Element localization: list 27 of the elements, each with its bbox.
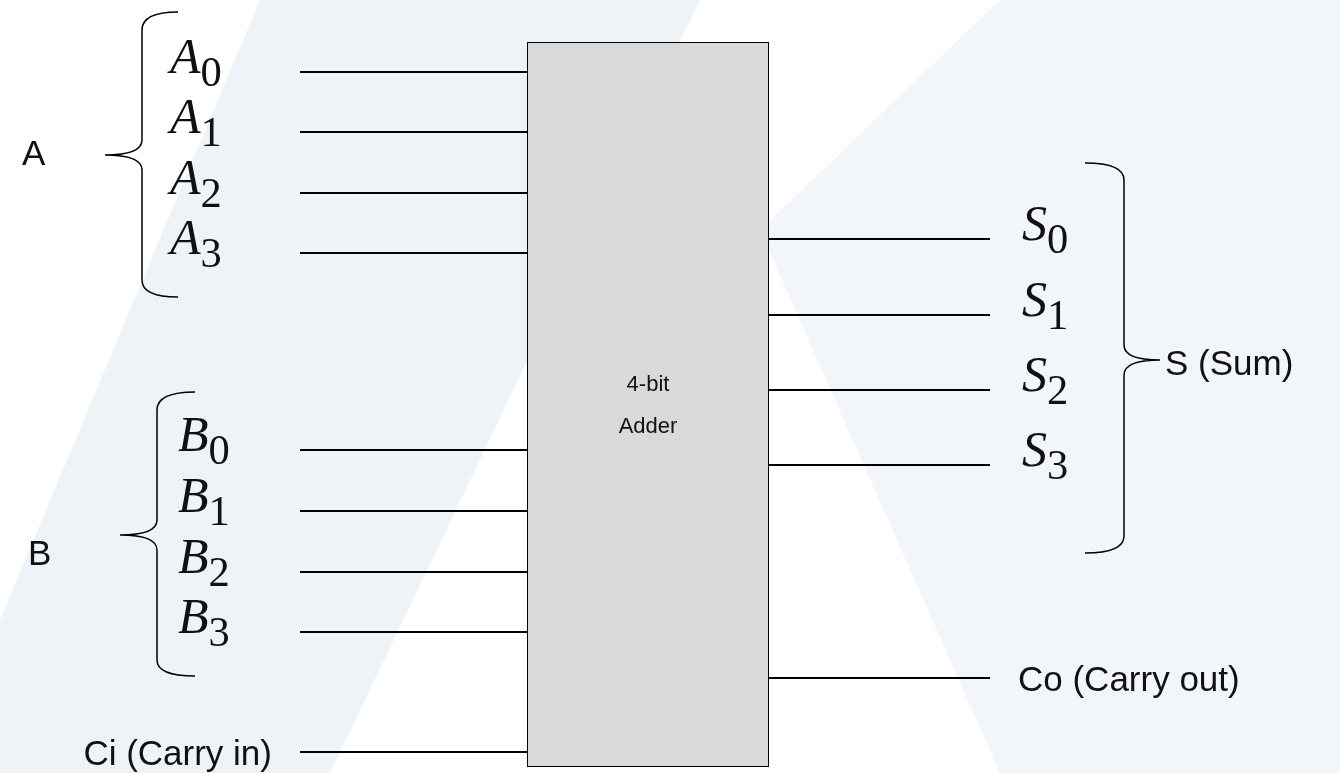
signal-wire — [299, 510, 528, 512]
signal-name: S$_{0}$ — [1022, 197, 1069, 261]
signal-wire — [768, 677, 991, 679]
bus-label: S (Sum) — [1165, 345, 1294, 380]
signal-name: S$_{3}$ — [1022, 423, 1069, 487]
adder-block — [527, 42, 769, 767]
signal-wire — [299, 571, 528, 573]
signal-name: S$_{1}$ — [1022, 273, 1069, 337]
signal-wire — [768, 238, 991, 240]
signal-wire — [768, 389, 991, 391]
signal-name: B$_{1}$ — [178, 469, 230, 533]
signal-name: S$_{2}$ — [1022, 348, 1069, 412]
bus-label: A — [22, 135, 46, 170]
signal-wire — [299, 631, 528, 633]
signal-wire — [299, 131, 528, 133]
signal-wire — [768, 464, 991, 466]
signal-name: Co (Carry out) — [1018, 660, 1240, 696]
bus-label: B — [28, 535, 52, 570]
signal-wire — [299, 449, 528, 451]
signal-name: B$_{0}$ — [178, 408, 230, 472]
signal-name: Ci (Carry in) — [83, 734, 272, 770]
signal-wire — [299, 252, 528, 254]
signal-wire — [299, 751, 528, 753]
signal-wire — [768, 314, 991, 316]
signal-wire — [299, 192, 528, 194]
block-title: 4-bit Adder — [617, 369, 679, 440]
signal-wire — [299, 71, 528, 73]
